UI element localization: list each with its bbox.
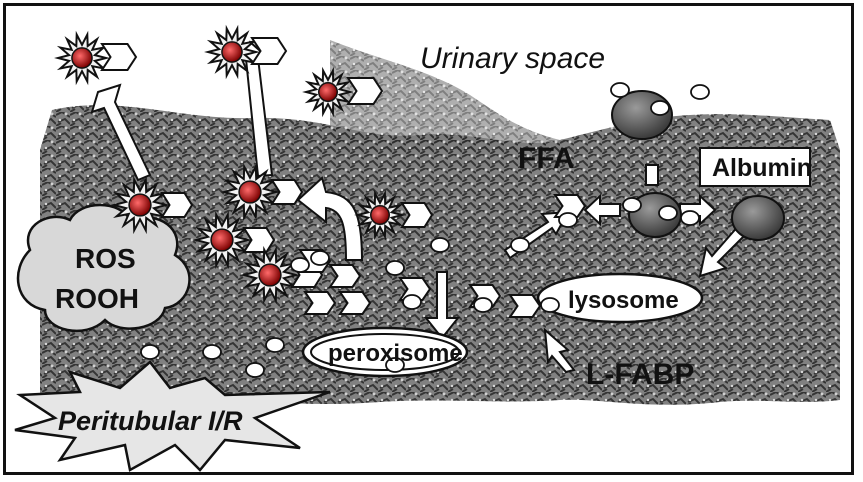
peroxisome-label: peroxisome bbox=[328, 340, 463, 367]
lipid-dot-marker bbox=[659, 206, 677, 220]
lipid-dot-marker bbox=[541, 298, 559, 312]
lipid-dot-marker bbox=[403, 295, 421, 309]
hexagon-marker bbox=[102, 44, 136, 70]
lipid-dot-marker bbox=[291, 258, 309, 272]
red-nucleus-marker bbox=[72, 48, 92, 68]
peritubular-label: Peritubular I/R bbox=[58, 406, 243, 436]
lipid-dot-marker bbox=[691, 85, 709, 99]
red-nucleus-marker bbox=[129, 194, 151, 216]
albumin-blob-right bbox=[732, 196, 784, 240]
lipid-dot-marker bbox=[266, 338, 284, 352]
lipid-dot-marker bbox=[474, 298, 492, 312]
lipid-dot-marker bbox=[431, 238, 449, 252]
lipid-dot-marker bbox=[386, 261, 404, 275]
lipid-dot-marker bbox=[203, 345, 221, 359]
urinary-space-label: Urinary space bbox=[420, 42, 605, 75]
l-fabp-label: L-FABP bbox=[586, 358, 694, 391]
lipid-dot-marker bbox=[246, 363, 264, 377]
lipid-dot-marker bbox=[651, 101, 669, 115]
albumin-label: Albumin bbox=[712, 154, 812, 182]
arrow-down-albumin bbox=[646, 165, 658, 185]
ros-label: ROS bbox=[75, 243, 136, 274]
lipid-dot-marker bbox=[611, 83, 629, 97]
red-nucleus-marker bbox=[239, 181, 261, 203]
ffa-label: FFA bbox=[518, 142, 575, 175]
lipid-dot-marker bbox=[141, 345, 159, 359]
rooh-label: ROOH bbox=[55, 283, 139, 314]
lipid-dot-marker bbox=[311, 251, 329, 265]
red-nucleus-marker bbox=[259, 264, 281, 286]
lysosome-label: lysosome bbox=[568, 287, 679, 314]
lipid-dot-marker bbox=[511, 238, 529, 252]
lipid-dot-marker bbox=[559, 213, 577, 227]
red-nucleus-marker bbox=[211, 229, 233, 251]
red-nucleus-marker bbox=[222, 42, 242, 62]
lipid-dot-marker bbox=[681, 211, 699, 225]
red-nucleus-marker bbox=[371, 206, 389, 224]
red-nucleus-marker bbox=[319, 83, 337, 101]
lipid-dot-marker bbox=[623, 198, 641, 212]
